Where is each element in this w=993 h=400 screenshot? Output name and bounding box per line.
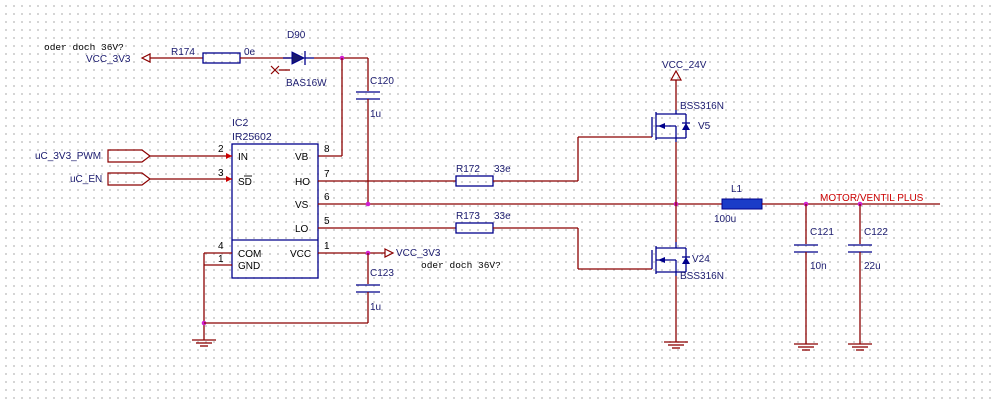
pin-sd: SD: [238, 177, 252, 188]
pin-num-5: 5: [324, 216, 330, 227]
ground-symbol: [192, 339, 216, 347]
pin-num-8: 8: [324, 144, 330, 155]
capacitor-c121: [794, 244, 818, 253]
v24-value: BSS316N: [680, 271, 724, 282]
c120-value: 1u: [370, 109, 381, 120]
pin-vcc: VCC: [290, 249, 311, 260]
v24-ref: V24: [692, 254, 710, 265]
c122-ref: C122: [864, 227, 888, 238]
pin-gnd: GND: [238, 261, 260, 272]
c123-value: 1u: [370, 302, 381, 313]
c120-ref: C120: [370, 76, 394, 87]
port-pwm: [107, 149, 151, 163]
c121-value: 10n: [810, 261, 827, 272]
pin-arrow-sd: [226, 176, 232, 182]
l1-ref: L1: [731, 184, 743, 195]
ground-symbol: [848, 343, 872, 351]
net-port-vcc3v3-b: [384, 248, 395, 258]
r173-value: 33e: [494, 211, 511, 222]
pin-num-1-gnd: 1: [218, 254, 224, 265]
ic2-ref: IC2: [232, 117, 249, 129]
r173-ref: R173: [456, 211, 480, 222]
r174-ref: R174: [171, 47, 195, 58]
inductor-l1: [721, 198, 763, 210]
pin-vb: VB: [295, 152, 309, 163]
v5-ref: V5: [698, 121, 711, 132]
capacitor-c122: [848, 244, 872, 253]
note-mid: oder doch 36V?: [421, 260, 501, 271]
pin-ho: HO: [295, 177, 310, 188]
net-label-pwm: uC_3V3_PWM: [35, 151, 101, 162]
note-top: oder doch 36V?: [44, 42, 124, 53]
c121-ref: C121: [810, 227, 834, 238]
capacitor-c123: [356, 284, 380, 293]
d90-value: BAS16W: [286, 78, 327, 89]
net-port-vcc3v3: [140, 53, 151, 63]
ic2-body: [231, 143, 319, 279]
port-en: [107, 172, 151, 186]
r172-ref: R172: [456, 164, 480, 175]
net-label-vcc3v3-b: VCC_3V3: [396, 248, 441, 259]
capacitor-c120: [356, 91, 380, 100]
l1-value: 100u: [714, 214, 736, 225]
r174-value: 0e: [244, 47, 256, 58]
ground-symbol: [664, 341, 688, 349]
resistor-r173: [455, 222, 494, 234]
pin-arrow-in: [226, 153, 232, 159]
supply-vcc24: [669, 69, 683, 81]
ground-symbol: [794, 343, 818, 351]
pin-lo: LO: [295, 224, 309, 235]
pin-num-3: 3: [218, 168, 224, 179]
net-label-vcc24: VCC_24V: [662, 60, 707, 71]
diode-d90: [283, 51, 314, 65]
net-label-motor: MOTOR/VENTIL PLUS: [820, 193, 924, 204]
c122-value: 22u: [864, 261, 881, 272]
resistor-r172: [455, 175, 494, 187]
r172-value: 33e: [494, 164, 511, 175]
pin-num-1-vcc: 1: [324, 241, 330, 252]
pin-num-6: 6: [324, 192, 330, 203]
pin-num-4: 4: [218, 241, 224, 252]
pin-num-2: 2: [218, 144, 224, 155]
net-label-vcc3v3: VCC_3V3: [86, 54, 131, 65]
pin-vs: VS: [295, 200, 309, 211]
resistor-r174: [202, 52, 241, 64]
pin-com: COM: [238, 249, 261, 260]
v5-value: BSS316N: [680, 101, 724, 112]
ic2-value: IR25602: [232, 131, 272, 143]
junction: [365, 201, 371, 207]
d90-ref: D90: [287, 30, 306, 41]
net-label-en: uC_EN: [70, 174, 102, 185]
c123-ref: C123: [370, 268, 394, 279]
no-connect-marker: [270, 65, 290, 75]
mosfet-v5: [651, 110, 690, 142]
pin-in: IN: [238, 152, 248, 163]
pin-num-7: 7: [324, 169, 330, 180]
mosfet-v24: [651, 242, 690, 276]
